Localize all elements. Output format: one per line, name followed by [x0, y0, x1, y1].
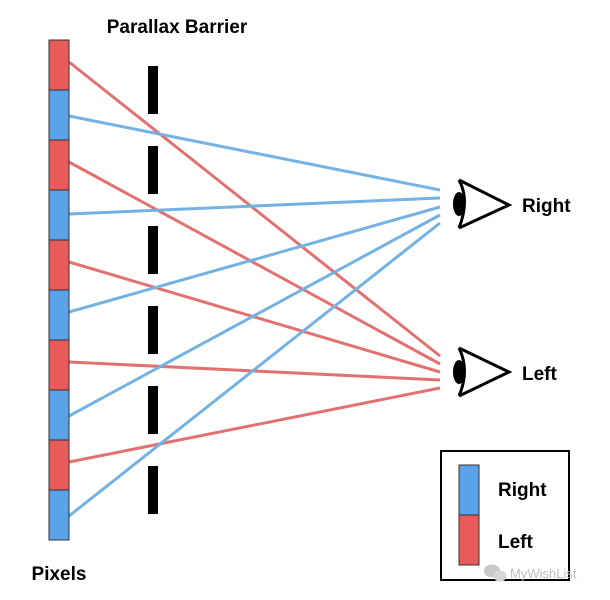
ray-right: [68, 196, 441, 216]
ray-left: [68, 386, 441, 464]
barrier-segment: [148, 306, 158, 354]
pixels-label: Pixels: [32, 564, 87, 585]
eye-label-right: Right: [522, 196, 571, 217]
pixel-left: [48, 339, 70, 391]
barrier-segment: [148, 66, 158, 114]
pixel-left: [48, 39, 70, 91]
barrier-segment: [148, 466, 158, 514]
ray-right: [68, 221, 441, 518]
ray-left: [68, 160, 441, 366]
pixel-right: [48, 89, 70, 141]
light-rays: [68, 60, 441, 518]
legend-swatch-right: [458, 464, 480, 516]
ray-right: [68, 213, 441, 418]
barrier-segment: [148, 386, 158, 434]
diagram-title: Parallax Barrier: [107, 17, 248, 38]
pixel-right: [48, 489, 70, 541]
pixel-right: [48, 289, 70, 341]
left-eye-icon: [453, 346, 513, 398]
barrier-segment: [148, 146, 158, 194]
eye-label-left: Left: [522, 364, 558, 385]
pixel-column: [48, 39, 70, 541]
legend-label-left: Left: [498, 532, 534, 553]
watermark: MyWishList: [484, 564, 577, 582]
pixel-left: [48, 239, 70, 291]
ray-left: [68, 60, 441, 358]
pixel-right: [48, 189, 70, 241]
legend-swatch-left: [458, 514, 480, 566]
pixel-right: [48, 389, 70, 441]
right-eye-icon: [453, 178, 513, 230]
legend-label-right: Right: [498, 480, 547, 501]
legend: Right Left: [440, 450, 570, 581]
pixel-left: [48, 139, 70, 191]
ray-right: [68, 114, 441, 192]
watermark-text: MyWishList: [510, 566, 577, 581]
barrier-segment: [148, 226, 158, 274]
wechat-icon: [484, 564, 507, 582]
parallax-barrier: [148, 66, 158, 514]
ray-right: [68, 205, 441, 314]
pixel-left: [48, 439, 70, 491]
